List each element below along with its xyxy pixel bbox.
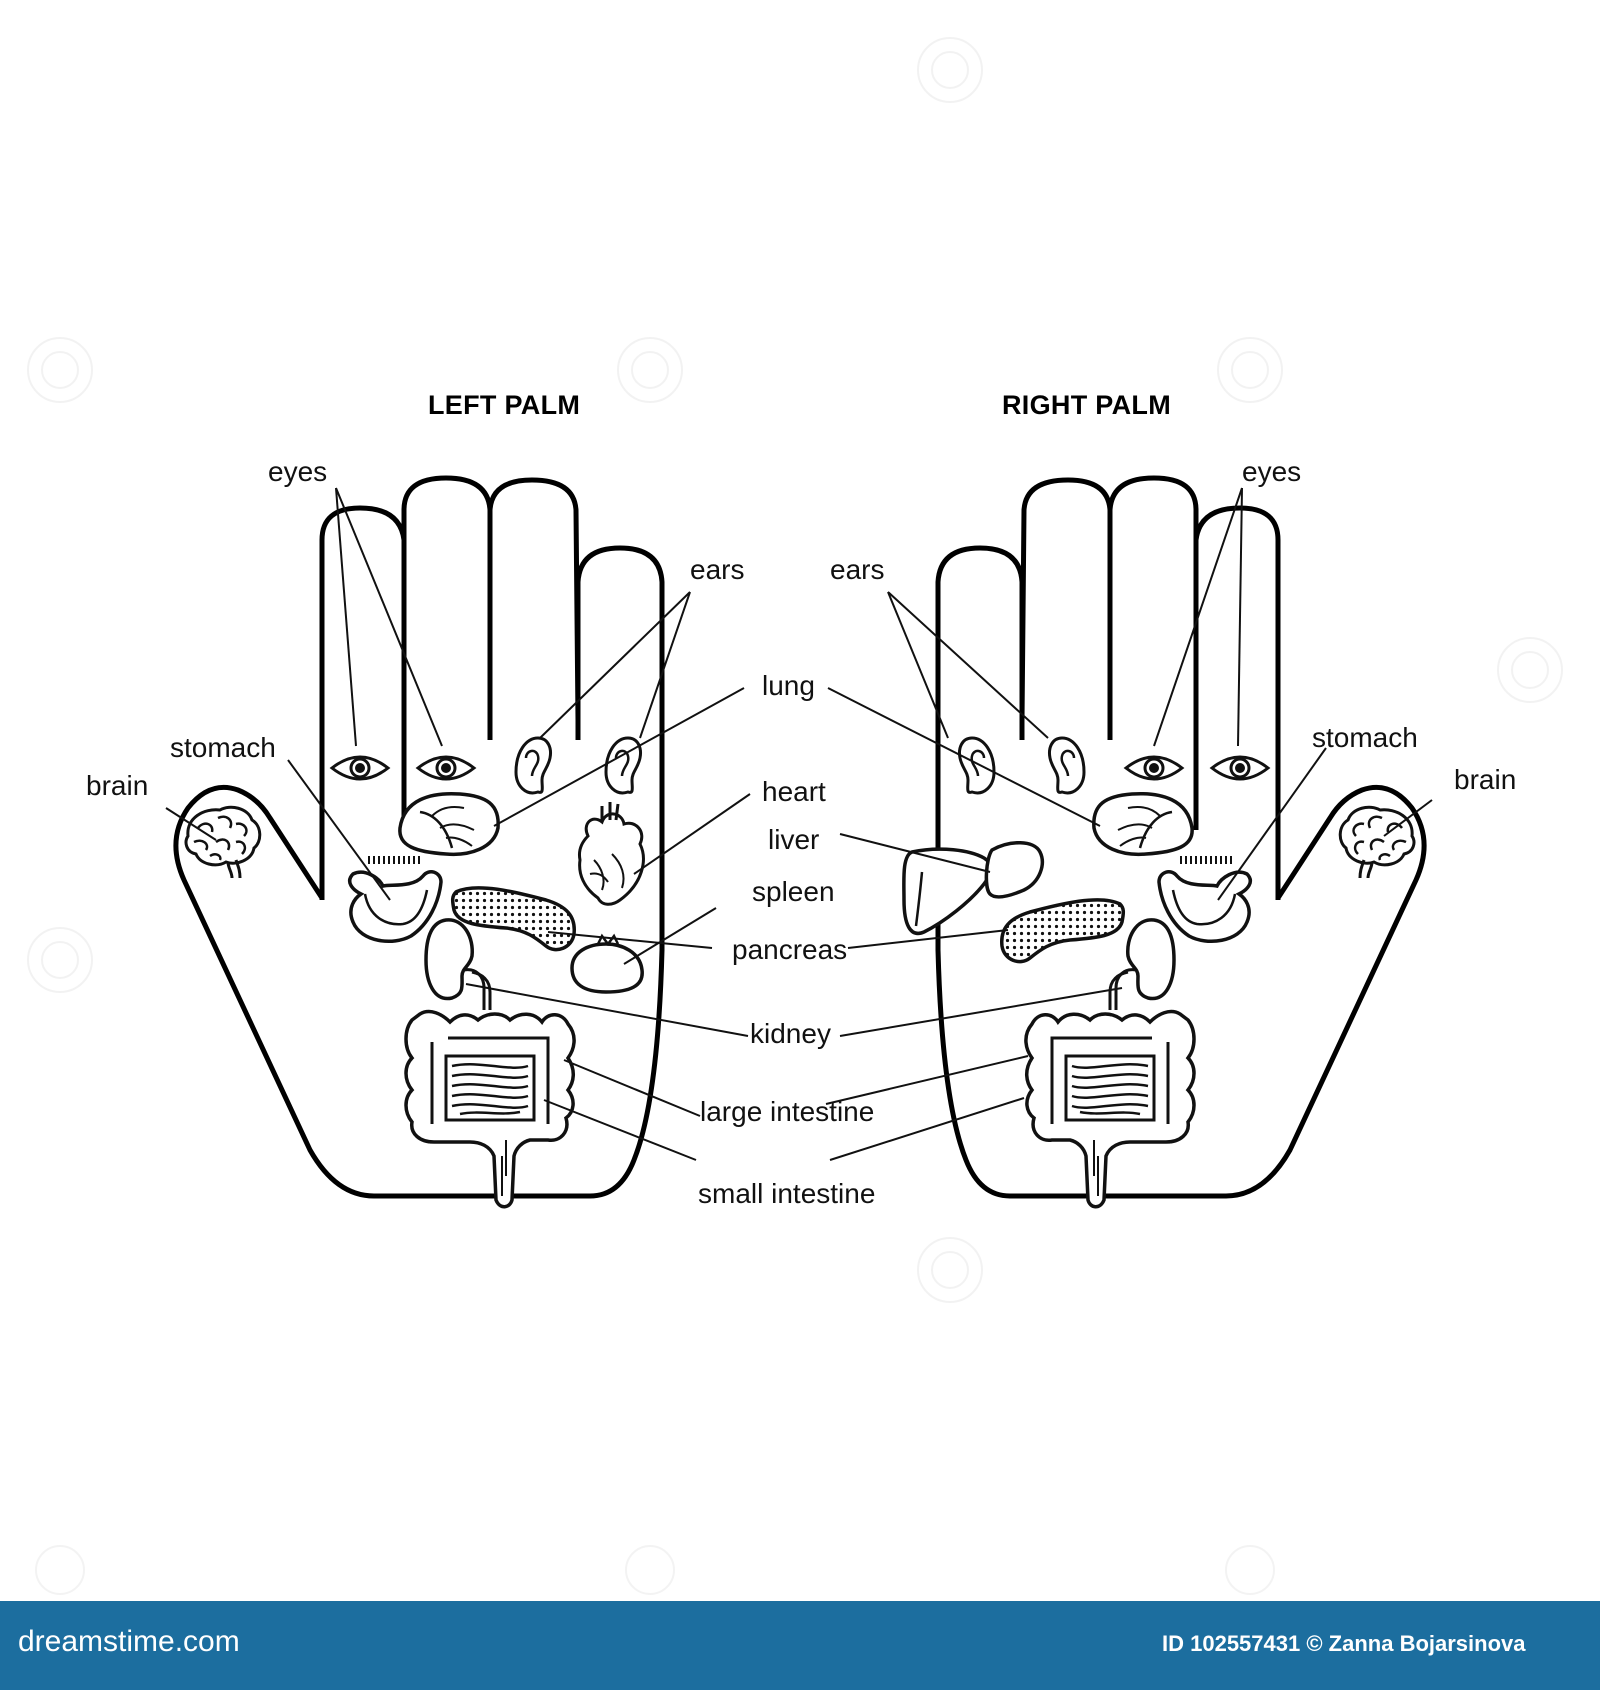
label-liver: liver (768, 824, 820, 855)
label-eyes-left: eyes (268, 456, 328, 487)
eye-icon (416, 755, 476, 781)
image-credit: ID 102557431 © Zanna Bojarsinova (1162, 1631, 1526, 1656)
stomach-icon (1157, 869, 1253, 944)
label-large-intestine: large intestine (700, 1096, 875, 1127)
footer-background (0, 1601, 1600, 1690)
label-lung: lung (762, 670, 815, 701)
brain-icon (1338, 805, 1416, 880)
intestine-icon (1024, 1009, 1196, 1209)
label-pancreas: pancreas (732, 934, 848, 965)
pancreas-icon (999, 898, 1126, 964)
eye-icon (1210, 755, 1270, 781)
eye-icon (330, 755, 390, 781)
label-stomach-left: stomach (170, 732, 276, 763)
label-spleen: spleen (752, 876, 835, 907)
left-hand (165, 475, 751, 1209)
label-stomach-right: stomach (1312, 722, 1418, 753)
label-brain-left: brain (86, 770, 149, 801)
stomach-icon (347, 869, 443, 944)
lung-icon (1092, 791, 1194, 857)
watermark-pattern (27, 37, 1563, 1595)
intestine-icon (404, 1009, 576, 1209)
footer-bar: dreamstime.com ID 102557431 © Zanna Boja… (0, 1601, 1600, 1690)
kidney-icon (424, 918, 492, 1012)
left-palm-title: LEFT PALM (428, 390, 581, 420)
palms-illustration (27, 37, 1563, 1595)
label-small-intestine: small intestine (698, 1178, 876, 1209)
kidney-icon (1108, 918, 1176, 1012)
heart-icon (577, 800, 645, 906)
brain-icon (184, 805, 262, 880)
label-ears-left: ears (690, 554, 745, 585)
label-eyes-right: eyes (1242, 456, 1302, 487)
right-palm-title: RIGHT PALM (1002, 390, 1171, 420)
label-heart: heart (762, 776, 826, 807)
ear-icon (514, 736, 552, 795)
site-watermark[interactable]: dreamstime.com (18, 1625, 240, 1658)
lung-icon (398, 791, 500, 857)
ear-icon (958, 736, 996, 795)
label-kidney: kidney (750, 1018, 831, 1049)
eye-icon (1124, 755, 1184, 781)
ear-icon (1048, 736, 1086, 795)
label-brain-right: brain (1454, 764, 1517, 795)
ear-icon (604, 736, 642, 795)
spleen-icon (570, 934, 644, 994)
right-hand (825, 475, 1433, 1209)
label-ears-right: ears (830, 554, 885, 585)
